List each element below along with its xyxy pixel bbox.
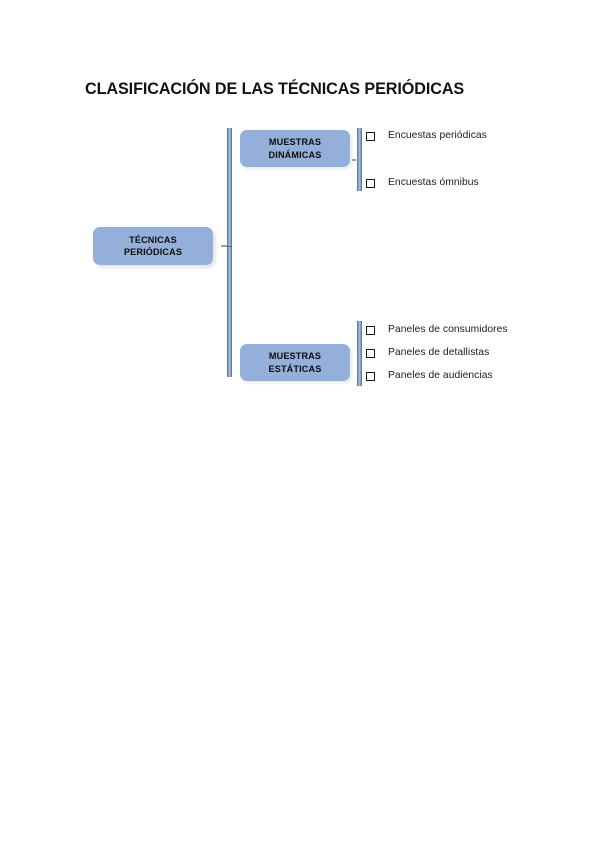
dinamicas-connector-stub: [352, 159, 356, 161]
estaticas-connector-bar: [357, 321, 362, 386]
node-tecnicas-periodicas[interactable]: TÉCNICAS PERIÓDICAS: [93, 227, 213, 265]
list-item-label: Paneles de detallistas: [388, 347, 490, 358]
node-muestras-dinamicas[interactable]: MUESTRAS DINÁMICAS: [240, 130, 350, 167]
list-item-label: Paneles de audiencias: [388, 370, 493, 381]
open-square-bullet-icon: [366, 179, 378, 191]
list-item: Paneles de detallistas: [366, 346, 490, 361]
trunk-connector-bar: [227, 128, 232, 377]
list-item: Paneles de audiencias: [366, 369, 493, 384]
node-muestras-estaticas-label: MUESTRAS ESTÁTICAS: [268, 351, 322, 374]
open-square-bullet-icon: [366, 372, 378, 384]
root-connector-stub: [221, 245, 227, 247]
list-item-label: Encuestas ómnibus: [388, 177, 479, 188]
list-item: Encuestas periódicas: [366, 129, 487, 144]
node-muestras-estaticas[interactable]: MUESTRAS ESTÁTICAS: [240, 344, 350, 381]
node-tecnicas-periodicas-label: TÉCNICAS PERIÓDICAS: [123, 234, 183, 257]
list-item-label: Paneles de consumidores: [388, 324, 508, 335]
open-square-bullet-icon: [366, 326, 378, 338]
open-square-bullet-icon: [366, 132, 378, 144]
dinamicas-connector-bar: [357, 128, 362, 191]
list-item: Paneles de consumidores: [366, 323, 508, 338]
page-title: CLASIFICACIÓN DE LAS TÉCNICAS PERIÓDICAS: [85, 80, 465, 98]
open-square-bullet-icon: [366, 349, 378, 361]
trunk-connector-seam: [227, 246, 232, 247]
list-item-label: Encuestas periódicas: [388, 130, 487, 141]
node-muestras-dinamicas-label: MUESTRAS DINÁMICAS: [268, 137, 322, 160]
list-item: Encuestas ómnibus: [366, 176, 479, 191]
